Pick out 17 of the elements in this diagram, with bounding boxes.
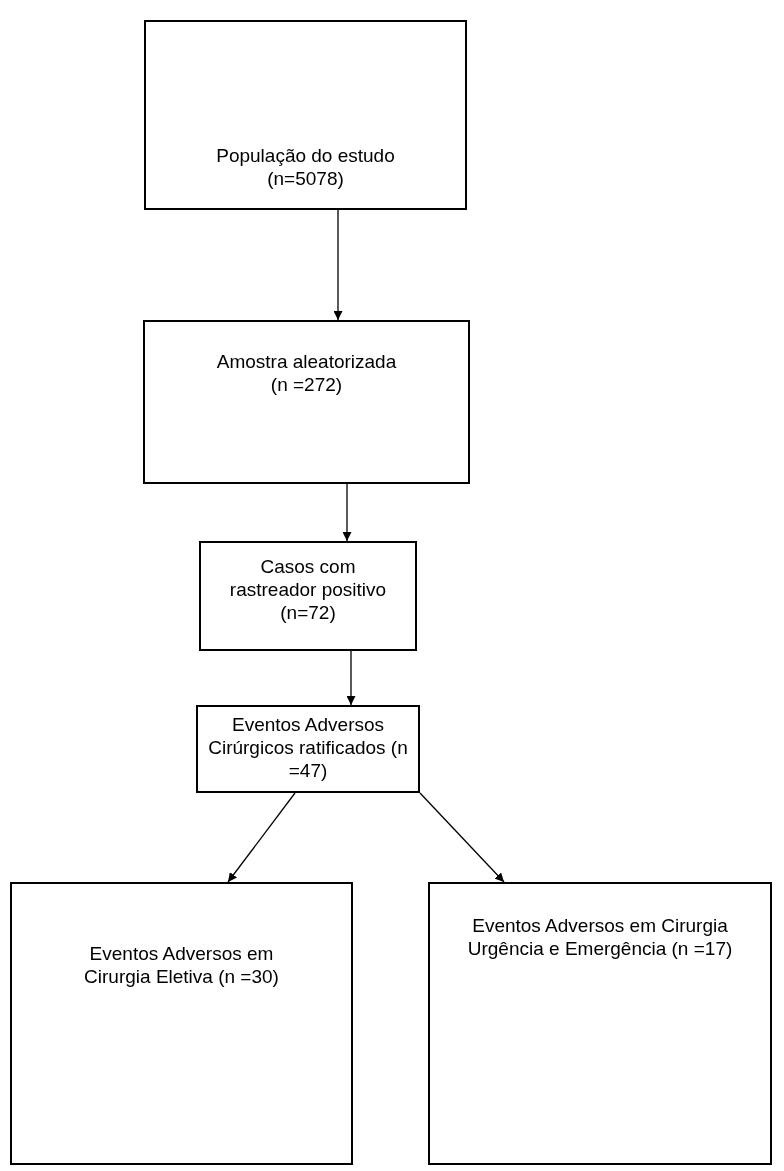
box-label: Casos com rastreador positivo (n=72) [228,555,388,625]
arrow [333,209,343,321]
arrow [419,792,505,883]
process-box [199,541,417,651]
arrow [342,483,352,542]
arrow [227,792,296,883]
process-box [428,882,772,1165]
process-box [196,705,420,793]
box-label: Amostra aleatorizada (n =272) [215,350,398,397]
box-label: Eventos Adversos em Cirurgia Eletiva (n =30) [83,942,280,989]
arrow [346,650,356,706]
box-label: Eventos Adversos em Cirurgia Urgência e Emergência (n =17) [466,914,734,961]
process-box [143,320,470,484]
process-box [10,882,353,1165]
box-label: População do estudo (n=5078) [215,144,396,191]
process-box [144,20,467,210]
box-label: Eventos Adversos Cirúrgicos ratificados (n =47) [207,713,409,783]
